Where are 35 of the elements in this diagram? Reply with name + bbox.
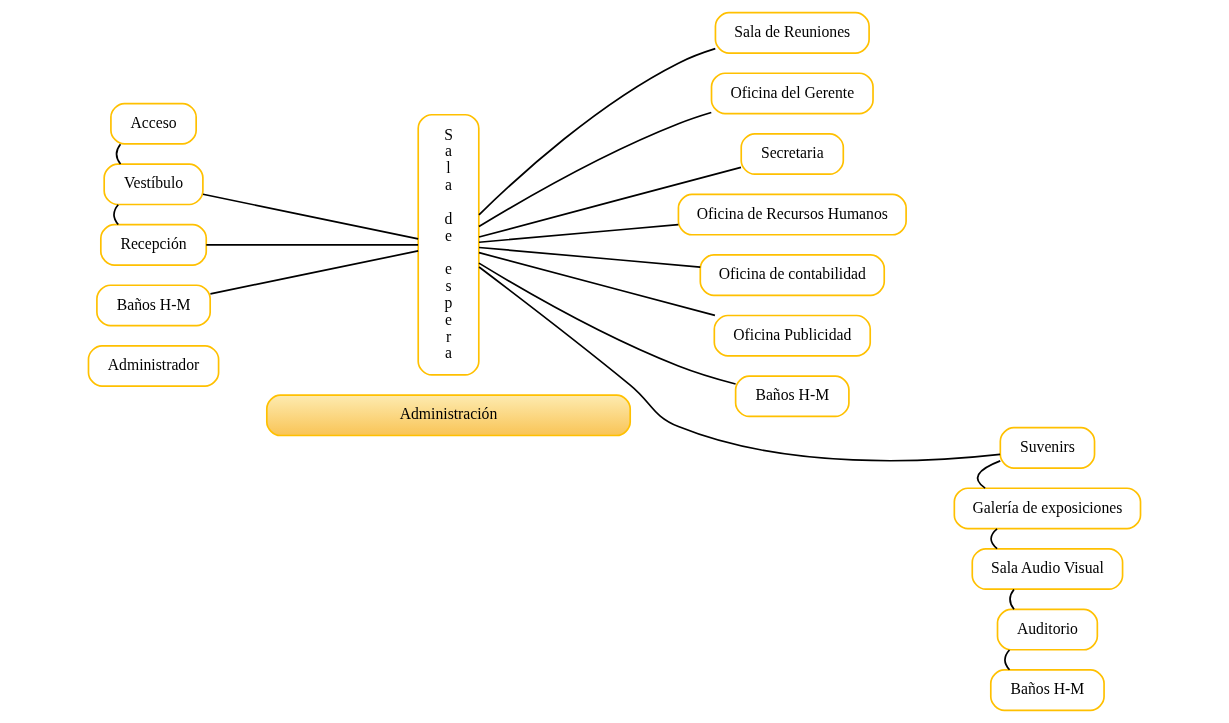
connector	[478, 266, 1001, 462]
connector	[478, 223, 680, 244]
node-box: Oficina del Gerente	[710, 72, 874, 115]
node-box: Sala de Reuniones	[714, 11, 870, 54]
node-box: Baños H-M	[96, 284, 211, 327]
connector	[478, 251, 716, 317]
connector	[478, 111, 713, 228]
node-box: Oficina de contabilidad	[699, 254, 886, 297]
connector	[1004, 649, 1011, 671]
connector	[478, 166, 742, 238]
node-box: Acceso	[110, 102, 197, 145]
node-box: Baños H-M	[989, 669, 1105, 712]
connector	[113, 203, 120, 226]
connector	[1009, 588, 1015, 611]
node-box: Vestíbulo	[103, 163, 204, 206]
node-box: Oficina de Recursos Humanos	[677, 193, 907, 236]
connector	[990, 528, 998, 550]
node-box: Sala Audio Visual	[971, 547, 1124, 590]
node-box: Baños H-M	[734, 375, 850, 418]
connector	[478, 262, 737, 385]
connector	[209, 250, 419, 295]
connector	[115, 143, 122, 165]
node-box: Suvenirs	[999, 426, 1096, 469]
node-box: Recepción	[99, 223, 208, 266]
node-box: Administración	[266, 394, 632, 437]
node-box: Galería de exposiciones	[953, 487, 1142, 530]
node-box: Secretaria	[740, 133, 845, 176]
connector	[478, 246, 702, 268]
connector	[205, 244, 419, 246]
node-box: Sala de espera	[417, 113, 480, 376]
node-box: Oficina Publicidad	[713, 314, 872, 357]
connector	[478, 47, 717, 216]
node-box: Auditorio	[996, 608, 1099, 651]
node-box: Administrador	[87, 344, 220, 387]
connector	[202, 193, 419, 240]
